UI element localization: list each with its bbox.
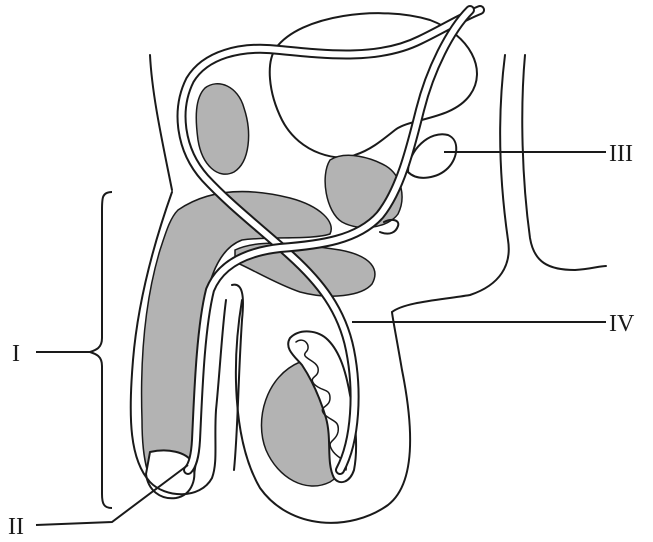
label-III: III [609,141,633,167]
body-outline-left [150,55,172,190]
label-IV: IV [609,311,635,337]
leg-outline [522,55,606,270]
label-I: I [12,341,20,367]
pubic-bone [196,84,248,174]
body-outline-right [392,55,509,312]
label-II: II [8,514,24,540]
bracket-I [90,192,112,508]
urethra-channel [232,285,243,470]
